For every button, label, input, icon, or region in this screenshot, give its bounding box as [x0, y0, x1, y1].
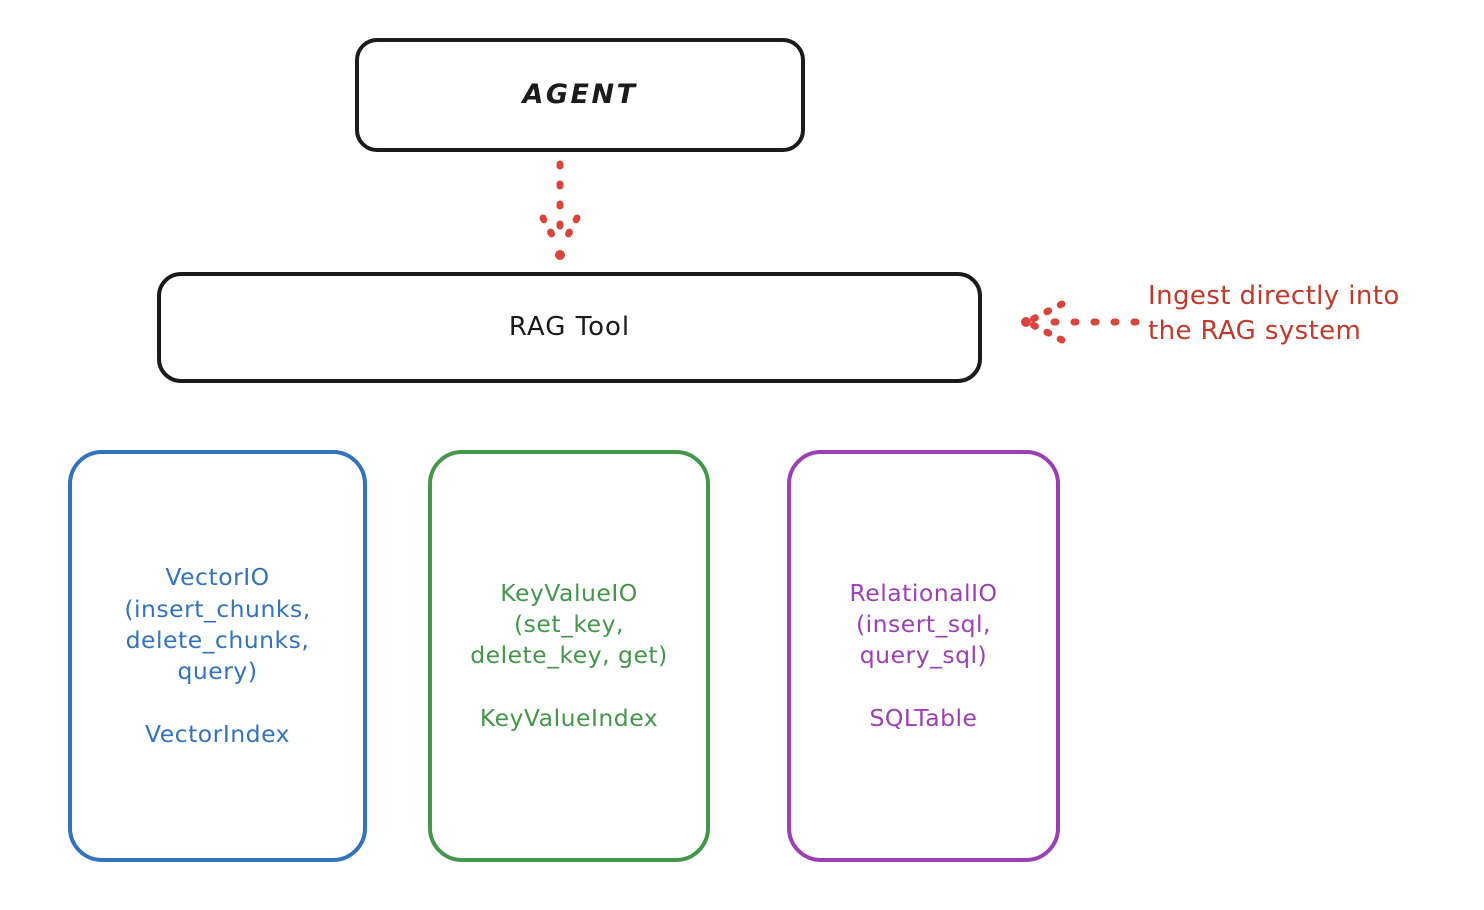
node-agent[interactable]: AGENT	[355, 38, 805, 152]
node-vector-io[interactable]: VectorIO (insert_chunks, delete_chunks, …	[68, 450, 367, 862]
node-key-value-io-label: KeyValueIO (set_key, delete_key, get) Ke…	[470, 578, 668, 732]
node-vector-io-label: VectorIO (insert_chunks, delete_chunks, …	[124, 563, 311, 748]
arrow-agent-to-rag-tool	[539, 160, 581, 260]
node-agent-label: AGENT	[522, 78, 638, 110]
node-rag-tool[interactable]: RAG Tool	[157, 272, 982, 383]
annotation-ingest-text: Ingest directly into the RAG system	[1148, 281, 1400, 346]
node-key-value-io[interactable]: KeyValueIO (set_key, delete_key, get) Ke…	[428, 450, 710, 862]
node-rag-tool-label: RAG Tool	[508, 311, 631, 342]
node-relational-io-label: RelationalIO (insert_sql, query_sql) SQL…	[849, 578, 998, 732]
arrow-ingest-to-rag-tool	[1021, 300, 1140, 344]
node-relational-io[interactable]: RelationalIO (insert_sql, query_sql) SQL…	[787, 450, 1060, 862]
